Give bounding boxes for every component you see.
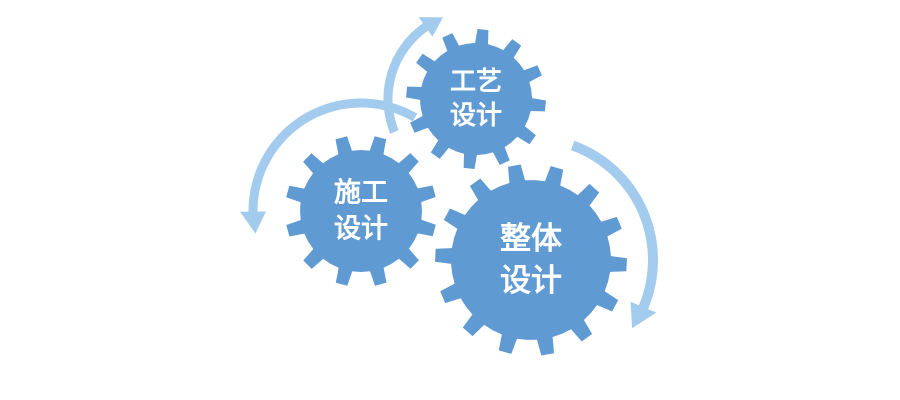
arrow-up-icon: [383, 17, 443, 134]
gear-construction-shape: [286, 136, 436, 286]
gear-process-label-line2: 设计: [450, 101, 502, 131]
gear-process-label-line1: 工艺: [450, 67, 502, 97]
gear-overall-label-line2: 设计: [500, 263, 562, 299]
arrows-layer: [240, 17, 658, 329]
gears-layer: 工艺设计施工设计整体设计: [286, 29, 627, 356]
gear-construction-label-line1: 施工: [334, 178, 388, 209]
gear-overall-label-line1: 整体: [500, 221, 562, 257]
gear-construction-label-line2: 设计: [334, 214, 388, 245]
gear-process-shape: [406, 29, 546, 169]
arrow-left-down-icon: [240, 98, 418, 234]
gear-overall-shape: [435, 164, 627, 356]
